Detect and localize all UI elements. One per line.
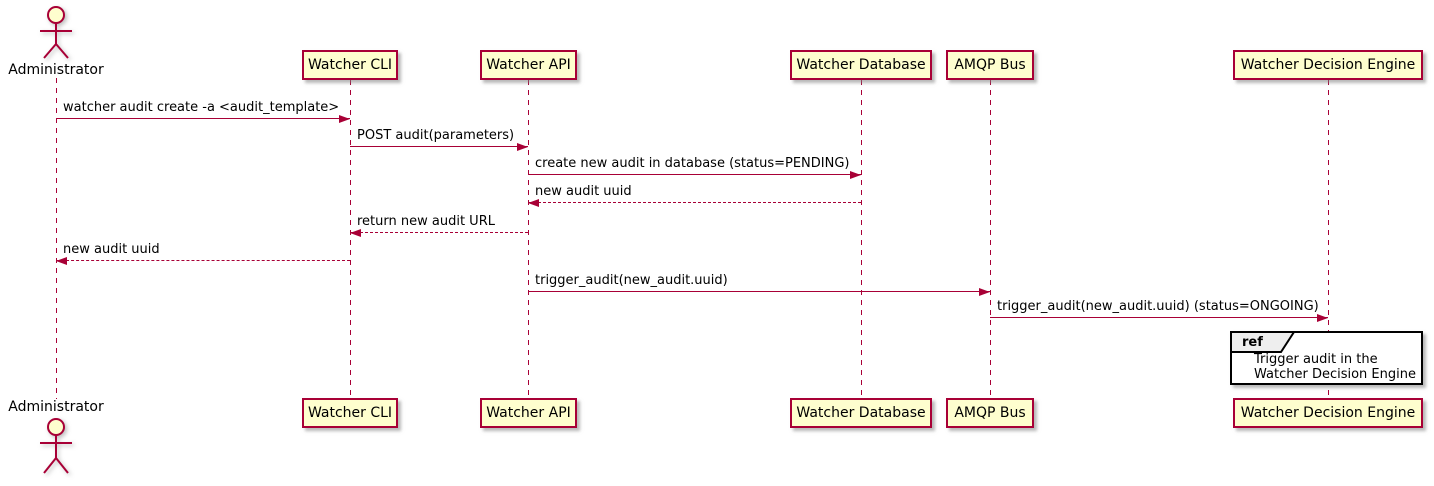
message-line	[528, 174, 861, 175]
message-line	[350, 232, 528, 233]
participant-watcher-database-bottom: Watcher Database	[790, 398, 932, 428]
participant-amqp-bus-bottom: AMQP Bus	[946, 398, 1034, 428]
ref-text-line: Trigger audit in the	[1254, 352, 1378, 367]
arrowhead-icon	[56, 257, 67, 265]
actor-icon	[40, 418, 72, 474]
message-audit-create: watcher audit create -a <audit_template>	[56, 100, 350, 123]
lifeline-watcher-api	[528, 80, 529, 398]
arrowhead-icon	[528, 199, 539, 207]
arrowhead-icon	[339, 115, 350, 123]
ref-text-line: Watcher Decision Engine	[1254, 367, 1416, 382]
message-trigger-audit: trigger_audit(new_audit.uuid)	[528, 273, 990, 296]
lifeline-watcher-cli	[350, 80, 351, 398]
message-line	[528, 202, 861, 203]
message-line	[56, 260, 350, 261]
message-trigger-audit-ongoing: trigger_audit(new_audit.uuid) (status=ON…	[990, 299, 1328, 322]
message-label: POST audit(parameters)	[357, 128, 515, 143]
participant-watcher-database-top: Watcher Database	[790, 50, 932, 80]
message-label: new audit uuid	[63, 242, 160, 257]
ref-keyword: ref	[1242, 335, 1263, 350]
message-create-audit-db: create new audit in database (status=PEN…	[528, 156, 861, 179]
ref-text: Trigger audit in the Watcher Decision En…	[1254, 352, 1416, 382]
message-label: new audit uuid	[535, 184, 632, 199]
message-label: return new audit URL	[357, 214, 495, 229]
actor-label-bottom: Administrator	[8, 399, 104, 415]
lifeline-administrator	[56, 78, 57, 399]
message-label: trigger_audit(new_audit.uuid)	[535, 273, 728, 288]
participant-watcher-decision-engine-bottom: Watcher Decision Engine	[1233, 398, 1423, 428]
participant-watcher-cli-top: Watcher CLI	[302, 50, 398, 80]
arrowhead-icon	[850, 171, 861, 179]
actor-icon	[40, 6, 72, 59]
arrowhead-icon	[979, 288, 990, 296]
ref-fragment: ref Trigger audit in the Watcher Decisio…	[1230, 331, 1423, 385]
actor-label-top: Administrator	[8, 62, 104, 78]
lifeline-watcher-database	[861, 80, 862, 398]
message-line	[350, 146, 528, 147]
participant-watcher-cli-bottom: Watcher CLI	[302, 398, 398, 428]
message-label: watcher audit create -a <audit_template>	[63, 100, 340, 115]
message-label: create new audit in database (status=PEN…	[535, 156, 850, 171]
arrowhead-icon	[1317, 314, 1328, 322]
arrowhead-icon	[350, 229, 361, 237]
message-label: trigger_audit(new_audit.uuid) (status=ON…	[997, 299, 1319, 314]
message-line	[990, 317, 1328, 318]
message-post-audit: POST audit(parameters)	[350, 128, 528, 151]
participant-watcher-api-top: Watcher API	[480, 50, 577, 80]
message-line	[56, 118, 350, 119]
arrowhead-icon	[517, 143, 528, 151]
participant-amqp-bus-top: AMQP Bus	[946, 50, 1034, 80]
participant-watcher-api-bottom: Watcher API	[480, 398, 577, 428]
message-new-audit-uuid-to-admin: new audit uuid	[56, 242, 350, 265]
participant-watcher-decision-engine-top: Watcher Decision Engine	[1233, 50, 1423, 80]
message-new-audit-uuid-return: new audit uuid	[528, 184, 861, 207]
message-return-audit-url: return new audit URL	[350, 214, 528, 237]
lifeline-amqp-bus	[990, 80, 991, 398]
lifeline-watcher-decision-engine	[1328, 80, 1329, 398]
message-line	[528, 291, 990, 292]
ref-tab	[1230, 331, 1296, 353]
